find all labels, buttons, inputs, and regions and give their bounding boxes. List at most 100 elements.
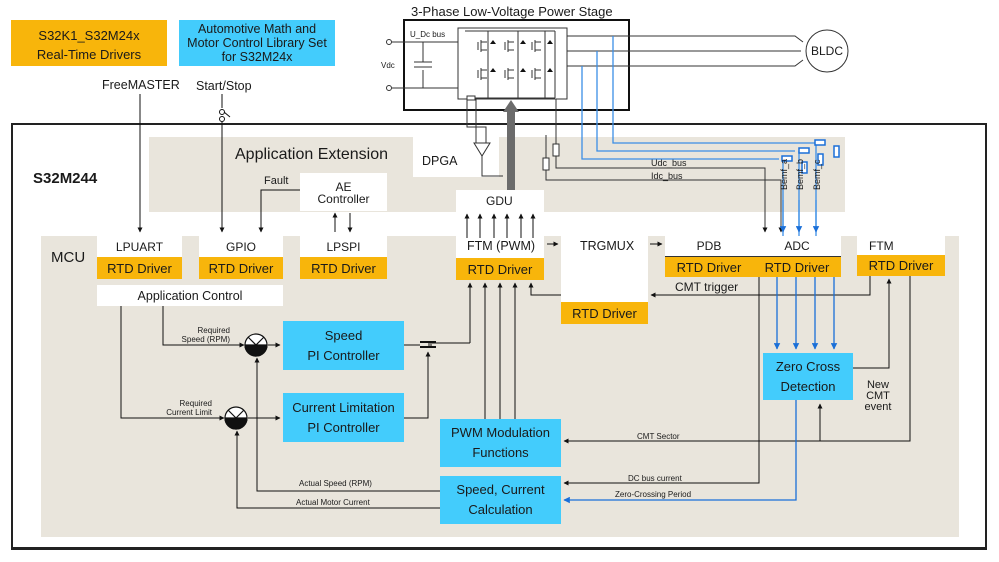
motor-label: BLDC [811,44,844,58]
rtd-driver-label: RTD Driver [208,260,274,276]
legend-rtd: S32K1_S32M24x Real-Time Drivers [11,20,167,66]
adc-rtd-driver: RTD Driver [753,256,841,277]
vdc-minus-terminal [386,85,392,91]
gpio-rtd-driver: RTD Driver [199,257,283,279]
trgmux-label: TRGMUX [580,239,635,253]
speed-pi-controller: Speed PI Controller [283,321,404,370]
zcd-line2: Detection [780,378,836,394]
required-speed-label: Required Speed (RPM) [170,326,230,344]
zero-crossing-period-label: Zero-Crossing Period [615,490,692,499]
gdu-bus [507,108,515,190]
required-speed-line2: Speed (RPM) [181,335,230,344]
lpspi-box: LPSPI [300,236,387,257]
sum-junction-current [224,406,248,430]
required-speed-line1: Required [197,326,230,335]
udc-bus-label: U_Dc bus [410,30,446,39]
idc-bus-signal: Idc_bus [651,171,683,181]
vdc-label: Vdc [381,61,395,70]
lpuart-box: LPUART [97,236,182,257]
calc-line1: Speed, Current [456,482,545,497]
trgmux-box [561,236,648,302]
bldc-motor [805,29,849,73]
power-stage-title: 3-Phase Low-Voltage Power Stage [411,4,613,19]
ftm-rtd-driver: RTD Driver [857,255,945,276]
pwm-mod-line2: Functions [472,445,529,460]
gdu-label: GDU [486,194,513,208]
actual-speed-label: Actual Speed (RPM) [299,479,372,488]
dc-bus-current-label: DC bus current [628,474,682,483]
bemf-b-label: Bemf_b [795,158,805,190]
start-stop-label: Start/Stop [196,79,252,93]
actual-motor-current-label: Actual Motor Current [296,498,370,507]
bemf-c-label: Bemf_c [812,159,822,190]
ae-controller-box: AE Controller [300,173,387,211]
rtd-driver-label: RTD Driver [107,260,172,276]
pwm-mod-line1: PWM Modulation [451,425,550,440]
sum-junction-speed [244,333,268,357]
legend-amm-line1: Automotive Math and [197,22,317,36]
adc-box: ADC [753,236,841,256]
legend-rtd-line1: S32K1_S32M24x [38,28,140,43]
rtd-driver-label: RTD Driver [572,305,637,321]
vdc-plus-terminal [386,39,392,45]
chip-name: S32M244 [33,170,98,187]
legend-rtd-line2: Real-Time Drivers [36,47,142,62]
required-current-label: Required Current Limit [150,399,212,417]
application-control: Application Control [97,285,283,306]
gdu-box [456,190,544,220]
ftm-pwm-label: FTM (PWM) [467,239,536,253]
freemaster-label: FreeMASTER [102,78,180,92]
udc-bus-signal: Udc_bus [651,158,687,168]
rtd-driver-label: RTD Driver [311,260,376,276]
rtd-driver-label: RTD Driver [868,258,934,273]
legend-amm-line2: Motor Control Library Set [187,36,327,50]
legend-amm-line3: for S32M24x [221,50,293,64]
fault-label: Fault [264,175,289,187]
gpio-box: GPIO [199,236,283,257]
rtd-driver-label: RTD Driver [676,259,742,275]
rtd-driver-label: RTD Driver [764,259,830,275]
required-current-line2: Current Limit [166,408,212,417]
pdb-white-box: PDB [665,236,753,256]
dpga-label: DPGA [422,154,458,168]
adc-label: ADC [784,239,810,253]
lpuart-rtd-driver: RTD Driver [97,257,182,279]
cmt-sector-label: CMT Sector [637,432,680,441]
ftm-box: FTM [857,236,945,255]
bemf-a-label: Bemf_a [779,158,789,190]
s32m244-frame [11,123,987,550]
zcd-line1: Zero Cross [775,358,841,374]
speed-current-calculation: Speed, Current Calculation [440,476,561,524]
lpspi-label: LPSPI [326,239,361,254]
pdb-label: PDB [696,239,722,253]
zero-cross-detection: Zero Cross Detection [763,353,853,400]
new-cmt-event-label: New CMT event [858,380,898,413]
application-control-label: Application Control [137,288,243,303]
trgmux-rtd-driver: RTD Driver [561,302,648,324]
speed-pi-line2: PI Controller [307,347,380,363]
lpspi-rtd-driver: RTD Driver [300,257,387,279]
ae-controller-line2: Controller [317,192,370,206]
speed-pi-line1: Speed [324,327,363,343]
gpio-label: GPIO [225,239,256,254]
lpuart-label: LPUART [115,239,164,254]
calc-line2: Calculation [468,502,533,517]
app-extension-title: Application Extension [235,146,388,163]
current-limitation-pi-controller: Current Limitation PI Controller [283,393,404,442]
ftm-label: FTM [869,238,894,253]
ftm-pwm-box [456,220,544,258]
rtd-driver-label: RTD Driver [467,261,533,277]
new-cmt-line1: New [866,379,889,391]
ftm-pwm-rtd-driver: RTD Driver [456,258,544,280]
new-cmt-line2: CMT [866,390,890,402]
new-cmt-line3: event [864,401,892,413]
transistor-bridge [465,30,556,101]
current-pi-line2: PI Controller [307,419,380,435]
legend-amm: Automotive Math and Motor Control Librar… [179,20,335,66]
ae-controller-line1: AE [335,180,352,194]
required-current-line1: Required [179,399,212,408]
current-pi-line1: Current Limitation [292,399,395,415]
pwm-modulation-functions: PWM Modulation Functions [440,419,561,467]
cmt-trigger-label: CMT trigger [675,280,739,294]
